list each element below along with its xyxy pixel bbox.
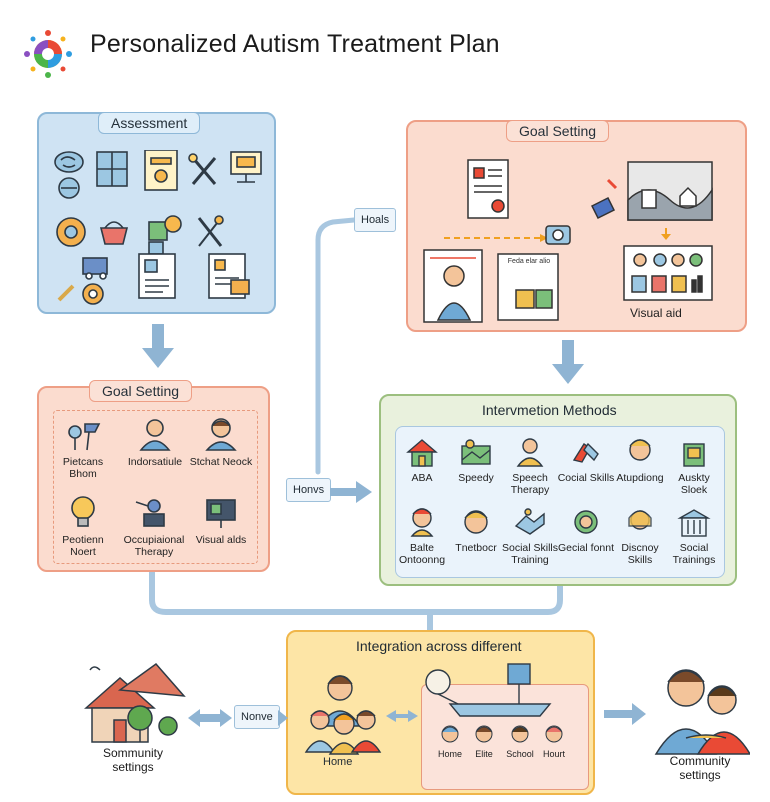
method-speedy: Speedy: [446, 436, 506, 484]
goal-item-4: Peotienn Noert: [48, 494, 118, 558]
goal-setting-right-label: Goal Setting: [506, 120, 610, 142]
method-discnoy-skills: Discnoy Skills: [610, 506, 670, 566]
visual-aid-caption: Visual aid: [630, 306, 682, 320]
girl-icon: [628, 510, 652, 530]
brain-icon: [54, 151, 84, 173]
hands-icon: [572, 442, 599, 463]
face-icon: [464, 510, 488, 534]
double-arrow-icon: [188, 709, 232, 727]
integration-illustration: [304, 663, 552, 755]
method-cocial-skills: Cocial Skills: [556, 436, 616, 484]
home-caption: Home: [323, 756, 353, 768]
intervention-inner: [395, 426, 725, 578]
method-aba: ABA: [392, 436, 452, 484]
visual-aids-icon: [206, 499, 236, 528]
method-gecial-fonnt: Gecial fonnt: [556, 506, 616, 554]
method-atupdiong: Atupdiong: [610, 436, 670, 484]
intervention-panel: [379, 394, 737, 586]
monitor-icon: [230, 151, 262, 183]
shapes-icon: [148, 215, 182, 255]
basket-icon: [99, 221, 129, 245]
speaker-person-icon: [516, 438, 544, 467]
assessment-label: Assessment: [98, 112, 201, 134]
sheet-title: Feda elar alio: [507, 258, 551, 265]
calculator-icon: [96, 151, 128, 187]
sheet-card: [497, 253, 559, 321]
goal-setting-left-label: Goal Setting: [89, 380, 193, 402]
lightbulb-icon: [71, 496, 95, 527]
child-face-icon: [629, 439, 651, 461]
puzzle-icon: [56, 217, 86, 247]
house-icon: [406, 439, 438, 467]
goal-setting-illustration: [423, 159, 713, 323]
hoals-tag: Hoals: [354, 208, 397, 232]
child-face-icon: [441, 725, 459, 743]
truck-icon: [82, 257, 108, 280]
community-right-caption: Community settings: [669, 754, 731, 782]
report-icon: [138, 253, 176, 299]
logo-icon: [24, 30, 72, 78]
nonve-tag: Nonve: [234, 705, 280, 729]
community-left-caption: Sommunity settings: [102, 746, 164, 774]
community-family-illustration: [654, 669, 750, 755]
smile-icon: [574, 510, 598, 534]
method-tnetbocr: Tnetbocr: [446, 506, 506, 554]
right-arrow-icon: [604, 703, 646, 725]
method-balte-ontoonng: Balte Ontoonng: [392, 506, 452, 566]
goal-item-2: Indorsatiule: [120, 416, 190, 468]
goal-setting-inner-frame: [53, 410, 258, 564]
place-hourt: Hourt: [532, 722, 576, 760]
clipboard-icon: [144, 150, 178, 191]
handshake-icon: [514, 508, 545, 535]
community-house-illustration: [84, 662, 186, 743]
goal-item-3: Stchat Neock: [186, 416, 256, 468]
goal-item-5: Occupiaional Therapy: [116, 494, 192, 558]
goal-item-1: Pietcans Bhom: [48, 416, 118, 480]
place-school: School: [498, 722, 542, 760]
person-icon: [139, 419, 171, 451]
wheel-icon: [82, 283, 104, 305]
wrench-icon: [197, 215, 224, 247]
tools-icon: [68, 423, 101, 451]
honvs-tag: Honvs: [286, 478, 332, 502]
therapy-icon: [135, 499, 165, 527]
arrowhead-icon: [278, 710, 288, 726]
globe-icon: [58, 177, 80, 199]
child-icon: [410, 508, 434, 537]
down-arrow-icon: [552, 340, 584, 384]
building-icon: [677, 509, 711, 537]
assessment-panel: [37, 112, 276, 314]
page-title: Personalized Autism Treatment Plan: [90, 30, 500, 58]
method-speech-therapy: Speech Therapy: [500, 436, 560, 496]
pencil-icon: [57, 284, 75, 302]
landscape-icon: [461, 439, 491, 465]
goal-setting-left-panel: [37, 386, 270, 572]
down-arrow-icon: [142, 324, 174, 368]
toolbox-icon: [590, 196, 616, 220]
child-face-icon: [545, 725, 563, 743]
bottle-icon: [683, 443, 705, 467]
assessment-icons: [54, 150, 262, 305]
form-icon: [208, 253, 250, 299]
child-face-icon: [475, 725, 493, 743]
method-social-trainings: Social Trainings: [664, 506, 724, 566]
tools-icon: [188, 153, 217, 185]
intervention-label: Intervmetion Methods: [482, 402, 617, 418]
place-elite: Elite: [462, 722, 506, 760]
integration-label: Integration across different: [356, 638, 522, 654]
child-face-icon: [511, 725, 529, 743]
method-social-skills-training: Social Skills Training: [500, 506, 560, 566]
child-icon: [205, 418, 237, 451]
goal-item-6: Visual alds: [186, 494, 256, 546]
place-home: Home: [428, 722, 472, 760]
right-arrow-icon: [330, 481, 372, 503]
method-auskty-sloek: Auskty Sloek: [664, 436, 724, 496]
